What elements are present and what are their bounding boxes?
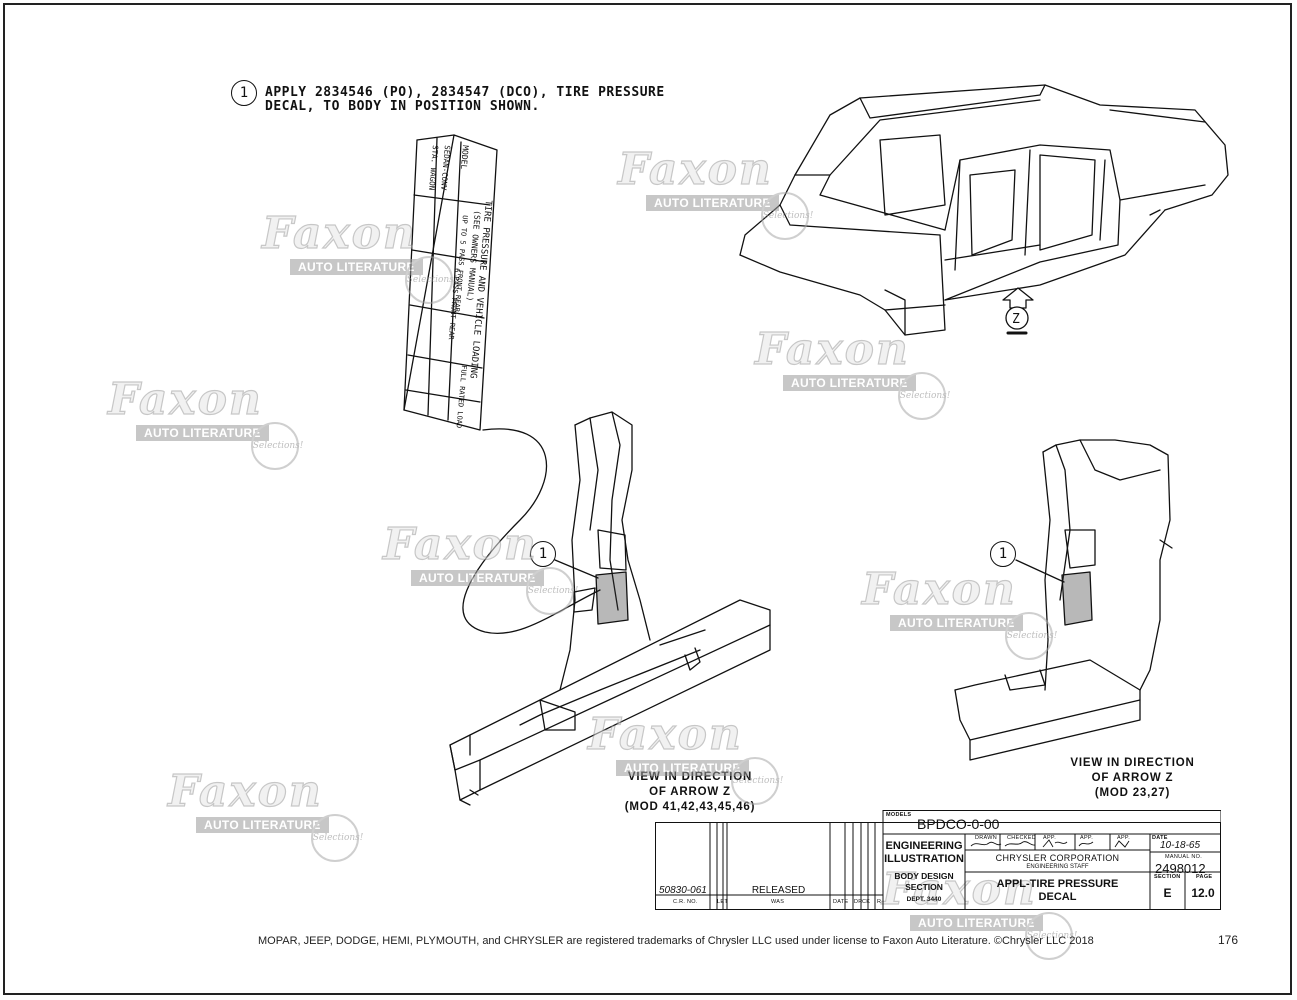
caption-left-line-1: VIEW IN DIRECTION (627, 771, 753, 783)
drawn-label: DRAWN (975, 835, 998, 841)
leader-curve (462, 428, 601, 634)
callout-right-view: 1 (990, 541, 1016, 567)
arrow-z-label: Z (1012, 312, 1020, 327)
signatures (970, 839, 1130, 848)
page-field-label: PAGE (1196, 874, 1213, 880)
app-label-2: APP. (1080, 835, 1094, 841)
callout-number: 1 (231, 80, 257, 106)
manual-no-label: MANUAL NO. (1165, 854, 1203, 860)
title-block: MODELS BPDCO-0-00 ENGINEERING ILLUSTRATI… (655, 810, 1221, 910)
callout-left-view: 1 (530, 541, 556, 567)
decal-row-wagon: STA. WAGON (427, 145, 440, 191)
caption-right-line-1: VIEW IN DIRECTION (1070, 757, 1195, 769)
section-value: E (1163, 886, 1172, 900)
cr-no-value: 50830-061 (659, 885, 707, 896)
manual-no-value: 2498012 (1155, 861, 1206, 876)
caption-right-line-3: (MOD 23,27) (1094, 787, 1171, 799)
staff-name: ENGINEERING STAFF (1026, 864, 1089, 870)
tire-pressure-decal-drawing (403, 134, 498, 431)
instruction-text: APPLY 2834546 (PO), 2834547 (DCO), TIRE … (265, 86, 685, 114)
caption-left-line-2: OF ARROW Z (649, 786, 731, 798)
decal-col-full: FULL RATED LOAD (454, 365, 467, 429)
right-pillar-view-drawing (954, 439, 1173, 761)
let-label: LET (717, 899, 728, 905)
caption-right-view: VIEW IN DIRECTION OF ARROW Z (MOD 23,27) (1060, 756, 1205, 801)
caption-left-line-3: (MOD 41,42,43,45,46) (624, 801, 756, 813)
caption-right-line-2: OF ARROW Z (1091, 772, 1174, 784)
drawing-title-line-1: APPL-TIRE PRESSURE (996, 878, 1119, 890)
title-block-grid (655, 810, 1221, 910)
leader-right (1015, 559, 1065, 583)
models-label: MODELS (886, 812, 912, 818)
decal-row-sedan: SEDAN-CONV (439, 145, 452, 191)
r-label: R (877, 899, 882, 905)
checked-label: CHECKED (1007, 835, 1036, 841)
cr-no-label: C.R. NO. (673, 899, 698, 905)
caption-left-view: VIEW IN DIRECTION OF ARROW Z (MOD 41,42,… (600, 770, 780, 815)
instruction-line-2: DECAL, TO BODY IN POSITION SHOWN. (265, 99, 540, 114)
app-label-1: APP. (1043, 835, 1057, 841)
illustration-label: ILLUSTRATION (884, 853, 964, 865)
dept-label: DEPT. 3440 (906, 896, 942, 903)
body-design-label: BODY DESIGN (894, 871, 954, 881)
date-label: DATE (1152, 835, 1168, 841)
app-label-3: APP. (1117, 835, 1131, 841)
engineering-label: ENGINEERING (885, 840, 963, 852)
date-value: 10-18-65 (1160, 840, 1201, 851)
section-label: SECTION (905, 882, 943, 892)
legal-footer: MOPAR, JEEP, DODGE, HEMI, PLYMOUTH, and … (258, 935, 1094, 947)
drawing-title-line-2: DECAL (1038, 891, 1077, 903)
left-pillar-view-drawing (449, 411, 771, 806)
arrow-z-indicator (1002, 287, 1034, 335)
leader-left (554, 559, 599, 579)
company-name: CHRYSLER CORPORATION (995, 853, 1120, 863)
date-col-label: DATE (833, 899, 849, 905)
models-value: BPDCO-0-00 (917, 816, 1000, 832)
ck-label: CK (862, 899, 871, 905)
was-label: WAS (771, 899, 785, 905)
dr-label: DR (854, 899, 863, 905)
decal-col-6pass: 6 PASS FRONT REAR (447, 268, 461, 341)
page-number: 176 (1218, 933, 1239, 947)
page-frame (3, 3, 1292, 995)
page-value: 12.0 (1191, 886, 1215, 900)
car-body-illustration (739, 84, 1229, 336)
released-label: RELEASED (751, 885, 806, 896)
section-field-label: SECTION (1154, 874, 1181, 880)
decal-col-model: MODEL (459, 145, 470, 170)
instruction-line-1: APPLY 2834546 (PO), 2834547 (DCO), TIRE … (265, 85, 665, 100)
